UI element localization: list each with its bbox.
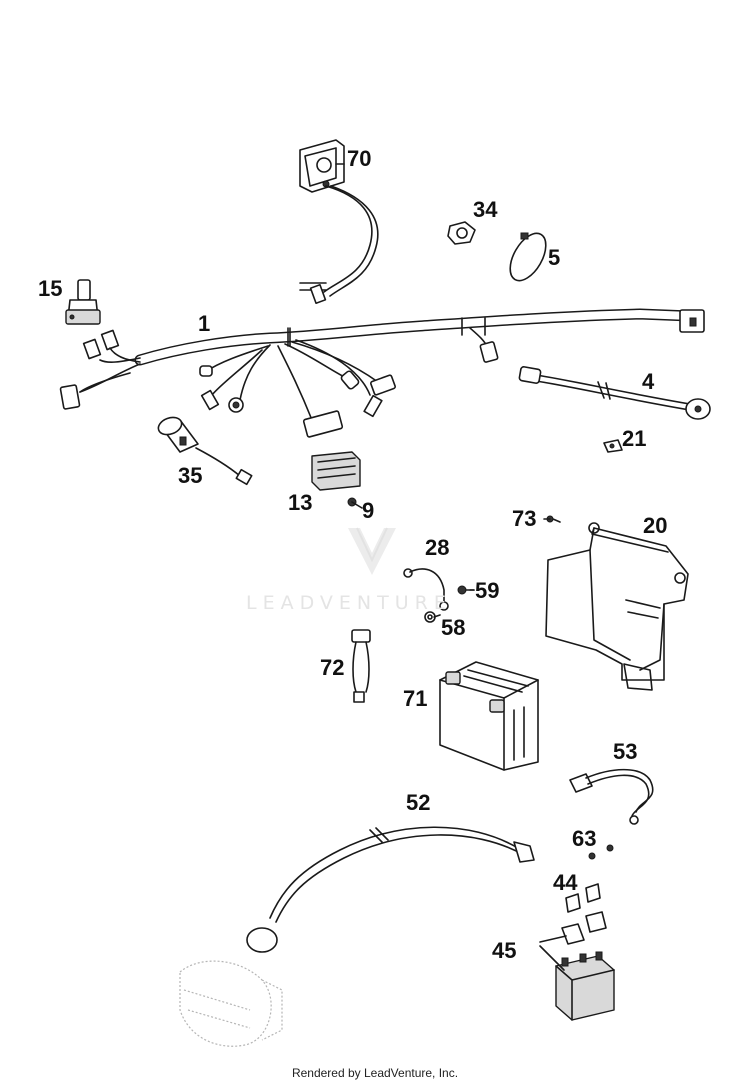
callout-4: 4 — [642, 369, 655, 394]
part-1-main-wiring-harness[interactable] — [59, 308, 705, 438]
part-9-screw[interactable] — [347, 497, 363, 509]
callout-1: 1 — [198, 311, 211, 336]
callout-20: 20 — [643, 513, 668, 538]
part-53-battery-cable[interactable] — [569, 768, 654, 825]
callout-63: 63 — [572, 826, 597, 851]
leader-lines — [335, 163, 567, 971]
callout-13: 13 — [288, 490, 313, 515]
part-5-cable-tie[interactable] — [503, 227, 553, 286]
part-71-battery[interactable] — [439, 661, 539, 771]
part-13-regulator[interactable] — [311, 451, 361, 491]
callout-28: 28 — [425, 535, 450, 560]
callout-5: 5 — [548, 245, 561, 270]
part-52-starter-cable[interactable] — [246, 826, 535, 953]
watermark-text: LEADVENTURE — [246, 592, 452, 614]
part-28-ground-wire[interactable] — [403, 568, 449, 611]
part-34-clip[interactable] — [447, 221, 476, 245]
callout-34: 34 — [473, 197, 498, 222]
part-21-connector[interactable] — [603, 439, 623, 453]
part-20-battery-tray[interactable] — [545, 522, 689, 691]
callout-72: 72 — [320, 655, 345, 680]
part-70-control-module[interactable] — [299, 139, 379, 305]
ghost-starter-motor — [179, 960, 283, 1047]
part-4-sensor[interactable] — [518, 366, 711, 420]
footer-credit: Rendered by LeadVenture, Inc. — [291, 1066, 459, 1080]
callout-73: 73 — [512, 506, 537, 531]
callout-52: 52 — [406, 790, 431, 815]
part-45-starter-relay[interactable] — [555, 911, 615, 1021]
part-72-strap[interactable] — [351, 629, 371, 703]
watermark-logo-icon — [348, 527, 396, 575]
callout-15: 15 — [38, 276, 63, 301]
part-35-relay[interactable] — [156, 414, 253, 486]
callout-59: 59 — [475, 578, 500, 603]
callout-45: 45 — [492, 938, 517, 963]
callout-53: 53 — [613, 739, 638, 764]
callout-71: 71 — [403, 686, 428, 711]
part-15-switch[interactable] — [65, 279, 101, 325]
part-44-covers[interactable] — [565, 883, 601, 913]
callout-58: 58 — [441, 615, 466, 640]
callout-44: 44 — [553, 870, 578, 895]
callout-9: 9 — [362, 498, 375, 523]
callout-70: 70 — [347, 146, 372, 171]
callout-35: 35 — [178, 463, 203, 488]
part-63-screws[interactable] — [588, 844, 614, 860]
callout-21: 21 — [622, 426, 647, 451]
